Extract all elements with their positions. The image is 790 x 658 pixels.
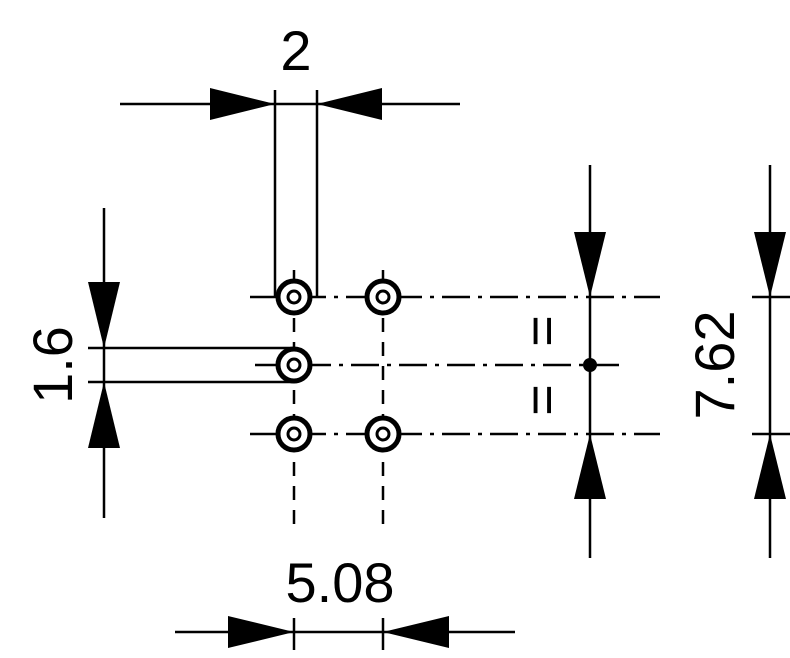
equal-sign-upper: = <box>512 315 572 347</box>
equal-sign-lower: = <box>512 384 572 416</box>
dimension-pin-width: 2 <box>120 19 460 297</box>
arrow-left-icon <box>383 616 449 648</box>
arrow-down-icon <box>88 282 120 348</box>
hole-top-right <box>364 278 402 316</box>
dimension-label-offset-vertical: 1.6 <box>21 326 84 404</box>
pin-holes <box>275 278 402 453</box>
arrow-up-icon <box>754 434 786 499</box>
symmetry-dimension: = = <box>512 165 606 558</box>
arrow-up-icon <box>88 382 120 448</box>
dimension-label-pitch-vertical: 7.62 <box>683 311 746 420</box>
arrow-right-icon <box>210 88 275 120</box>
arrow-left-icon <box>317 88 382 120</box>
center-dot <box>583 358 597 372</box>
arrow-down-icon <box>754 232 786 297</box>
hole-bottom-left <box>275 415 313 453</box>
dimension-pitch-horizontal: 5.08 <box>175 551 515 650</box>
arrow-down-icon <box>574 232 606 297</box>
arrow-up-icon <box>574 434 606 499</box>
hole-top-left <box>275 278 313 316</box>
dimension-label-pin-width: 2 <box>280 19 311 82</box>
hole-bottom-right <box>364 415 402 453</box>
dimension-pitch-vertical: 7.62 <box>683 165 790 558</box>
dimension-label-pitch-horizontal: 5.08 <box>286 551 395 614</box>
arrow-right-icon <box>228 616 294 648</box>
dimension-offset-vertical: 1.6 <box>21 208 294 518</box>
center-lines <box>250 270 660 530</box>
hole-middle-left <box>275 346 313 384</box>
